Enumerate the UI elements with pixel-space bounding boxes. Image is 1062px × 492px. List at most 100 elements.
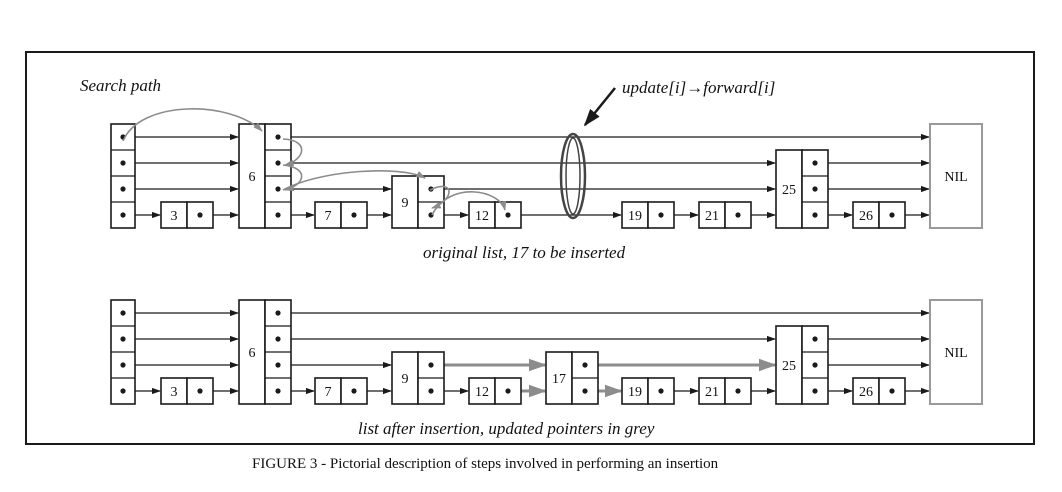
pointer-dot	[275, 388, 281, 394]
node-key-label: 21	[705, 209, 719, 224]
nil-node: NIL	[929, 123, 983, 229]
search-path-step	[282, 164, 303, 192]
pointer-dot	[505, 388, 511, 394]
node-key-label: 25	[782, 183, 796, 198]
list-node-21: 21	[698, 377, 752, 405]
pointer-dot	[351, 388, 357, 394]
pointer-dot	[582, 362, 588, 368]
node-key-label: 9	[402, 196, 409, 211]
pointer-dot	[889, 212, 895, 218]
list-node-26: 26	[852, 201, 906, 229]
node-key-label: 12	[475, 209, 489, 224]
pointer-dot	[582, 388, 588, 394]
node-pointer-column	[340, 201, 368, 229]
node-key-cell	[698, 377, 726, 405]
node-key-cell	[621, 377, 649, 405]
pointer-dot	[428, 388, 434, 394]
list-node-26: 26	[852, 377, 906, 405]
update-pointer-label: update[i]→forward[i]	[622, 78, 775, 97]
list-node-19: 19	[621, 201, 675, 229]
pointer-dot	[812, 186, 818, 192]
pointer-dot	[120, 160, 126, 166]
node-key-cell	[775, 325, 803, 405]
pointer-dot	[812, 336, 818, 342]
update-pointer-highlight	[559, 87, 616, 220]
pointer-dot	[275, 336, 281, 342]
search-path	[122, 108, 507, 216]
pointer-dot	[812, 160, 818, 166]
list-header-node	[110, 299, 136, 405]
node-key-label: 19	[628, 209, 642, 224]
list-node-7: 7	[314, 377, 368, 405]
after-list-caption: list after insertion, updated pointers i…	[358, 419, 655, 438]
list-header-node	[110, 123, 136, 229]
pointer-dot	[275, 212, 281, 218]
node-key-cell	[391, 351, 419, 405]
node-key-label: 6	[249, 170, 256, 185]
nil-box	[929, 123, 983, 229]
list-node-3: 3	[160, 201, 214, 229]
pointer-dot	[889, 388, 895, 394]
node-key-label: 3	[171, 385, 178, 400]
nil-box	[929, 299, 983, 405]
nil-label: NIL	[944, 346, 967, 361]
pointer-dot	[120, 336, 126, 342]
pointer-dot	[812, 212, 818, 218]
pointer-dot	[735, 212, 741, 218]
search-path-step	[431, 191, 507, 216]
pointer-dot	[120, 186, 126, 192]
node-key-label: 7	[325, 209, 332, 224]
pointer-dot	[120, 362, 126, 368]
pointer-dot	[275, 362, 281, 368]
list-node-17: 17	[545, 351, 599, 405]
after-list-pointers	[123, 309, 930, 398]
pointer-dot	[275, 186, 281, 192]
list-node-19: 19	[621, 377, 675, 405]
pointer-dot	[428, 362, 434, 368]
node-key-label: 21	[705, 385, 719, 400]
node-key-cell	[468, 201, 496, 229]
search-path-step	[282, 138, 303, 167]
original-list-nodes: 3 6 7 9 12 19 21 25 26 NIL	[110, 123, 983, 229]
original-list-pointers	[123, 133, 930, 219]
list-node-21: 21	[698, 201, 752, 229]
node-key-cell	[314, 201, 342, 229]
node-key-label: 17	[552, 372, 566, 387]
list-node-3: 3	[160, 377, 214, 405]
search-path-step	[122, 108, 263, 142]
pointer-dot	[658, 212, 664, 218]
node-key-label: 19	[628, 385, 642, 400]
pointer-dot	[120, 212, 126, 218]
list-node-12: 12	[468, 201, 522, 229]
figure-frame	[25, 51, 1035, 445]
node-key-cell	[238, 299, 266, 405]
pointer-dot	[275, 310, 281, 316]
original-list-caption: original list, 17 to be inserted	[423, 243, 626, 262]
pointer-dot	[197, 388, 203, 394]
figure-caption-prefix: FIGURE 3	[252, 456, 317, 472]
pointer-dot	[658, 388, 664, 394]
figure-caption: FIGURE 3 - Pictorial description of step…	[252, 456, 719, 472]
list-node-25: 25	[775, 149, 829, 229]
list-node-7: 7	[314, 201, 368, 229]
pointer-dot	[505, 212, 511, 218]
list-node-9: 9	[391, 175, 445, 229]
pointer-dot	[120, 388, 126, 394]
node-key-cell	[391, 175, 419, 229]
nil-label: NIL	[944, 170, 967, 185]
pointer-dot	[351, 212, 357, 218]
search-path-label: Search path	[80, 76, 161, 95]
node-key-label: 6	[249, 346, 256, 361]
pointer-dot	[812, 388, 818, 394]
node-key-label: 9	[402, 372, 409, 387]
node-key-label: 26	[859, 209, 873, 224]
node-key-cell	[314, 377, 342, 405]
list-node-6: 6	[238, 299, 292, 405]
pointer-dot	[120, 310, 126, 316]
pointer-dot	[275, 160, 281, 166]
search-path-step	[282, 170, 426, 191]
pointer-dot	[812, 362, 818, 368]
node-key-label: 7	[325, 385, 332, 400]
